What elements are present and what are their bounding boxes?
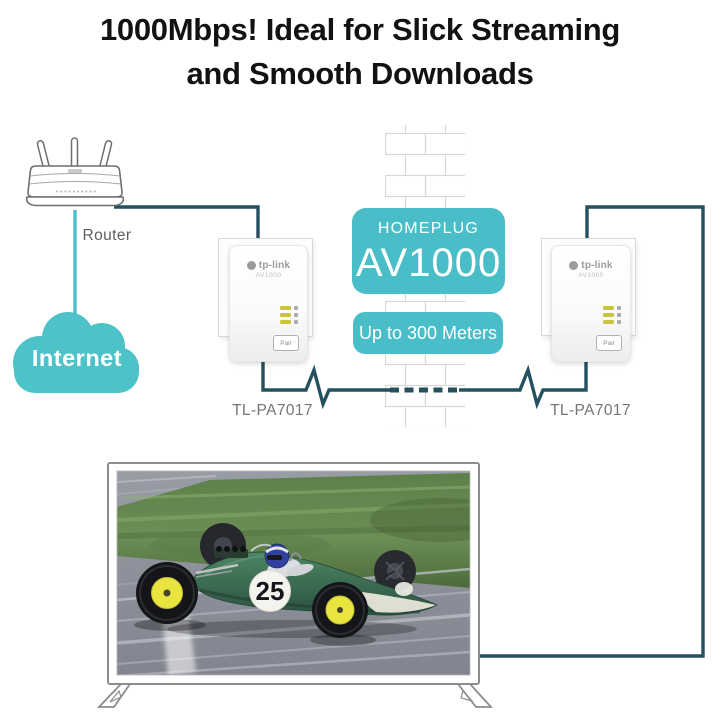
title-line-1: 1000Mbps! Ideal for Slick Streaming	[99, 12, 621, 47]
tp-link-logo-icon	[569, 261, 579, 270]
homeplug-badge: HOMEPLUG AV1000	[352, 208, 505, 294]
race-number: 25	[256, 576, 285, 606]
page-title: 1000Mbps! Ideal for Slick Streaming and …	[0, 8, 720, 96]
power-icon	[294, 306, 298, 310]
brand-text: tp-link	[581, 260, 613, 271]
power-led	[280, 306, 298, 310]
powerline-adapter-left: tp-link AV1000 Pair	[229, 245, 308, 362]
range-badge: Up to 300 Meters	[353, 312, 503, 354]
home-icon	[617, 313, 621, 317]
adapter-model-small: AV1000	[255, 272, 282, 279]
ethernet-led	[280, 320, 298, 324]
ethernet-icon	[294, 320, 298, 324]
race-car: 25	[166, 543, 438, 616]
status-leds	[280, 306, 298, 327]
router-label: Router	[82, 227, 132, 244]
power-led	[603, 306, 621, 310]
tp-link-logo: tp-link	[552, 260, 630, 271]
title-line-2: and Smooth Downloads	[186, 56, 534, 91]
tv-legs	[96, 683, 494, 708]
ethernet-line-right-adapter-to-tv	[477, 205, 705, 658]
home-icon	[294, 313, 298, 317]
powerline-adapter-right: tp-link AV1000 Pair	[551, 245, 631, 362]
tv-screen-racing-car-image: 25	[117, 471, 470, 675]
wifi-router-icon	[25, 137, 125, 207]
ethernet-led	[603, 320, 621, 324]
tp-link-logo-icon	[246, 261, 256, 270]
tv-icon: 25	[96, 462, 494, 708]
powerline-led	[280, 313, 298, 317]
homeplug-av1000-label: AV1000	[355, 241, 502, 285]
grass-blur-streaks	[117, 485, 470, 559]
adapter-left-model-label: TL-PA7017	[232, 402, 313, 419]
pair-button: Pair	[596, 335, 622, 351]
cloud-icon: Internet	[13, 312, 139, 393]
router-brand-mark	[68, 169, 82, 173]
ethernet-line-router-to-left-adapter	[114, 205, 260, 246]
pair-button: Pair	[273, 335, 299, 351]
adapter-model-small: AV1000	[578, 272, 604, 279]
powerline-led	[603, 313, 621, 317]
router-led-dots	[56, 190, 96, 193]
brand-text: tp-link	[258, 260, 291, 271]
ethernet-icon	[617, 320, 621, 324]
powerline-right-segment	[459, 352, 588, 410]
tp-link-logo: tp-link	[230, 260, 307, 271]
powerline-left-segment	[261, 352, 390, 410]
internet-label: Internet	[32, 345, 122, 371]
race-number-roundel	[249, 570, 291, 612]
homeplug-standard-label: HOMEPLUG	[377, 220, 480, 237]
tv-bezel-inner-edge	[116, 470, 471, 676]
connection-lines	[114, 205, 705, 658]
status-leds	[603, 306, 621, 327]
race-car-near-wheels	[136, 562, 368, 638]
power-icon	[617, 306, 621, 310]
adapter-right-model-label: TL-PA7017	[550, 402, 631, 419]
